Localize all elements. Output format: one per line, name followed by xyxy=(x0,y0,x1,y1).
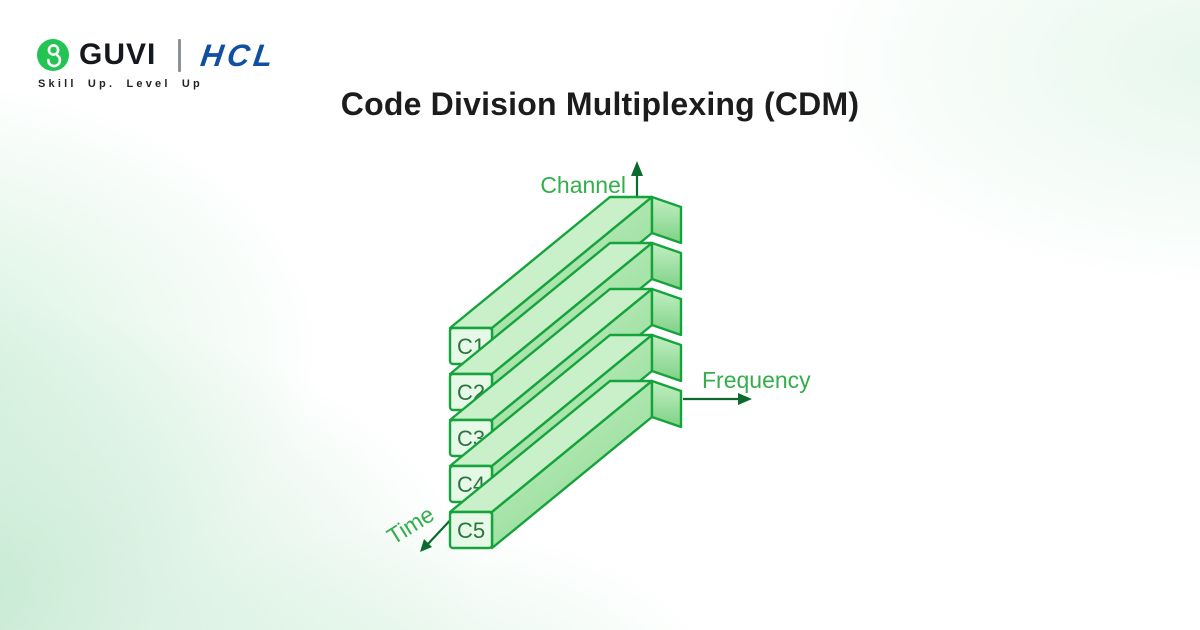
guvi-logo-text: GUVI xyxy=(79,38,157,71)
frequency-axis-label: Frequency xyxy=(702,367,811,393)
page-title: Code Division Multiplexing (CDM) xyxy=(340,86,860,122)
bar-end-face xyxy=(650,379,683,429)
bar-end-face xyxy=(650,333,683,383)
bar-end-face xyxy=(650,195,683,245)
guvi-logo-icon xyxy=(37,39,69,71)
bar-end-face xyxy=(650,287,683,337)
bar-front-face xyxy=(448,510,494,550)
brand-divider xyxy=(178,38,182,72)
channel-bar-label: C5 xyxy=(457,518,485,543)
channel-axis-label: Channel xyxy=(540,172,626,198)
time-arrowhead-icon xyxy=(420,539,432,552)
channel-arrowhead-icon xyxy=(631,161,643,176)
frequency-axis-arrow xyxy=(683,393,752,405)
brand-tagline: Skill Up. Level Up xyxy=(38,78,203,90)
channel-bar: C5 xyxy=(448,379,683,550)
bar-end-face xyxy=(650,241,683,291)
frequency-arrowhead-icon xyxy=(738,393,752,405)
brand-header: GUVI HCL xyxy=(37,38,280,73)
